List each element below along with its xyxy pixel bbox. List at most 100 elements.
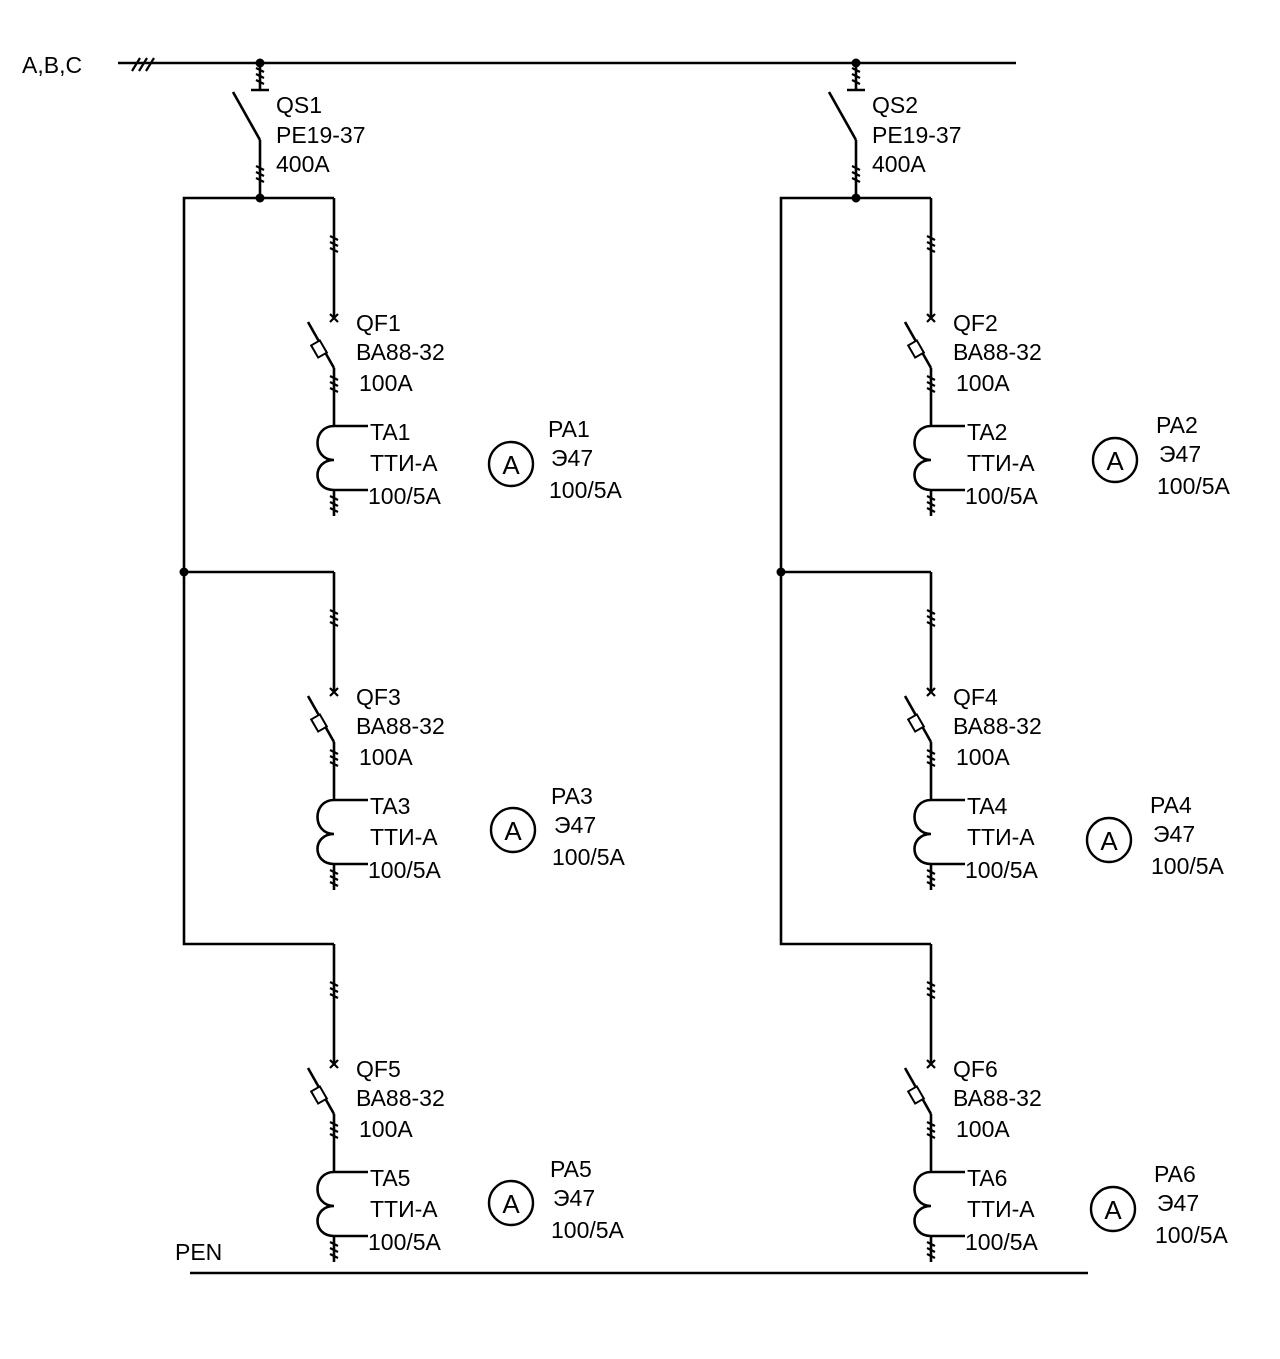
breaker-rating: 100А [956, 1116, 1010, 1142]
phase-tick [329, 609, 339, 627]
breaker-name: QF2 [953, 310, 998, 336]
qs2-rating: 400А [872, 151, 926, 177]
breaker-contact-cross [329, 313, 339, 323]
meter-name: PA1 [548, 416, 590, 442]
current-transformer-coil [316, 424, 335, 492]
meter-name: PA6 [1154, 1161, 1196, 1187]
ct-type: ТТИ-А [370, 1196, 438, 1222]
ammeter-icon [489, 806, 537, 854]
ammeter-icon [1091, 436, 1139, 484]
feeder-6-circuit [903, 944, 965, 1262]
breaker-trip-element [309, 1085, 329, 1105]
ct-ratio: 100/5А [965, 483, 1039, 509]
ammeter-symbol: A [1106, 446, 1124, 476]
meter-name: PA4 [1150, 792, 1192, 818]
phase-tick [926, 375, 936, 393]
phase-tick [926, 869, 936, 887]
right-distribution-bus [776, 196, 931, 946]
phase-tick [255, 67, 265, 85]
breaker-trip-element [906, 1085, 926, 1105]
pen-label: PEN [175, 1239, 222, 1265]
feeder-4-circuit [903, 572, 965, 890]
breaker-trip-element [309, 339, 329, 359]
phase-tick [329, 375, 339, 393]
junction-dot [179, 567, 189, 577]
phase-tick [926, 495, 936, 513]
main-bus: A,B,C [22, 52, 1016, 78]
phase-tick [851, 165, 861, 183]
feeder-6: QF6ВА88-32100АTA6ТТИ-А100/5АAPA6Э47100/5… [903, 944, 1229, 1262]
breaker-trip-element [309, 713, 329, 733]
breaker-name: QF3 [356, 684, 401, 710]
meter-type: Э47 [551, 445, 593, 471]
qs1-name: QS1 [276, 92, 322, 118]
disconnector-blade [827, 91, 858, 141]
meter-type: Э47 [554, 812, 596, 838]
disconnector-qs1: QS1 РЕ19-37 400А [231, 58, 366, 203]
meter-type: Э47 [1157, 1190, 1199, 1216]
breaker-type: ВА88-32 [953, 713, 1042, 739]
breaker-trip-element [906, 713, 926, 733]
ct-type: ТТИ-А [967, 450, 1035, 476]
ct-name: TA2 [967, 419, 1007, 445]
breaker-rating: 100А [956, 370, 1010, 396]
qs2-type: РЕ19-37 [872, 122, 962, 148]
phase-tick [851, 67, 861, 85]
ammeter-icon [1085, 816, 1133, 864]
ammeter-icon [1089, 1185, 1137, 1233]
ct-name: TA1 [370, 419, 410, 445]
meter-name: PA2 [1156, 412, 1198, 438]
left-distribution-bus [179, 196, 334, 946]
feeder-1: QF1ВА88-32100АTA1ТТИ-А100/5АAPA1Э47100/5… [306, 198, 623, 516]
phase-tick [255, 165, 265, 183]
meter-name: PA5 [550, 1156, 592, 1182]
breaker-rating: 100А [359, 744, 413, 770]
current-transformer-coil [913, 424, 932, 492]
breaker-contact-cross [329, 1059, 339, 1069]
feeder-4: QF4ВА88-32100АTA4ТТИ-А100/5АAPA4Э47100/5… [903, 572, 1225, 890]
current-transformer-coil [316, 798, 335, 866]
ammeter-symbol: A [504, 816, 522, 846]
phase-tick [926, 235, 936, 253]
breaker-contact-cross [926, 687, 936, 697]
meter-name: PA3 [551, 783, 593, 809]
phase-tick [145, 57, 155, 72]
meter-type: Э47 [553, 1185, 595, 1211]
phase-tick [926, 981, 936, 999]
feeder-2-circuit [903, 198, 965, 516]
phase-tick [926, 1121, 936, 1139]
ct-ratio: 100/5А [368, 857, 442, 883]
ammeter-icon [487, 440, 535, 488]
breaker-type: ВА88-32 [953, 1085, 1042, 1111]
meter-range: 100/5А [1155, 1222, 1229, 1248]
phase-tick [131, 57, 141, 72]
ct-name: TA4 [967, 793, 1008, 819]
ct-name: TA5 [370, 1165, 410, 1191]
breaker-name: QF6 [953, 1056, 998, 1082]
meter-range: 100/5А [551, 1217, 625, 1243]
breaker-name: QF1 [356, 310, 401, 336]
pen-conductor: PEN [175, 1239, 1088, 1275]
ammeter-symbol: A [502, 450, 520, 480]
ammeter-symbol: A [1100, 826, 1118, 856]
phase-tick [329, 869, 339, 887]
ct-ratio: 100/5А [965, 1229, 1039, 1255]
bus-label: A,B,C [22, 52, 82, 78]
phase-tick [926, 749, 936, 767]
breaker-contact-cross [926, 1059, 936, 1069]
breaker-type: ВА88-32 [356, 339, 445, 365]
breaker-name: QF5 [356, 1056, 401, 1082]
breaker-contact-cross [926, 313, 936, 323]
breaker-type: ВА88-32 [953, 339, 1042, 365]
phase-tick [926, 1241, 936, 1259]
current-transformer-coil [316, 1170, 335, 1238]
breaker-rating: 100А [359, 370, 413, 396]
phase-tick [329, 235, 339, 253]
breaker-trip-element [906, 339, 926, 359]
breaker-rating: 100А [956, 744, 1010, 770]
breaker-type: ВА88-32 [356, 1085, 445, 1111]
junction-dot [776, 567, 786, 577]
feeder-3: QF3ВА88-32100АTA3ТТИ-А100/5АAPA3Э47100/5… [306, 572, 626, 890]
ct-ratio: 100/5А [368, 1229, 442, 1255]
